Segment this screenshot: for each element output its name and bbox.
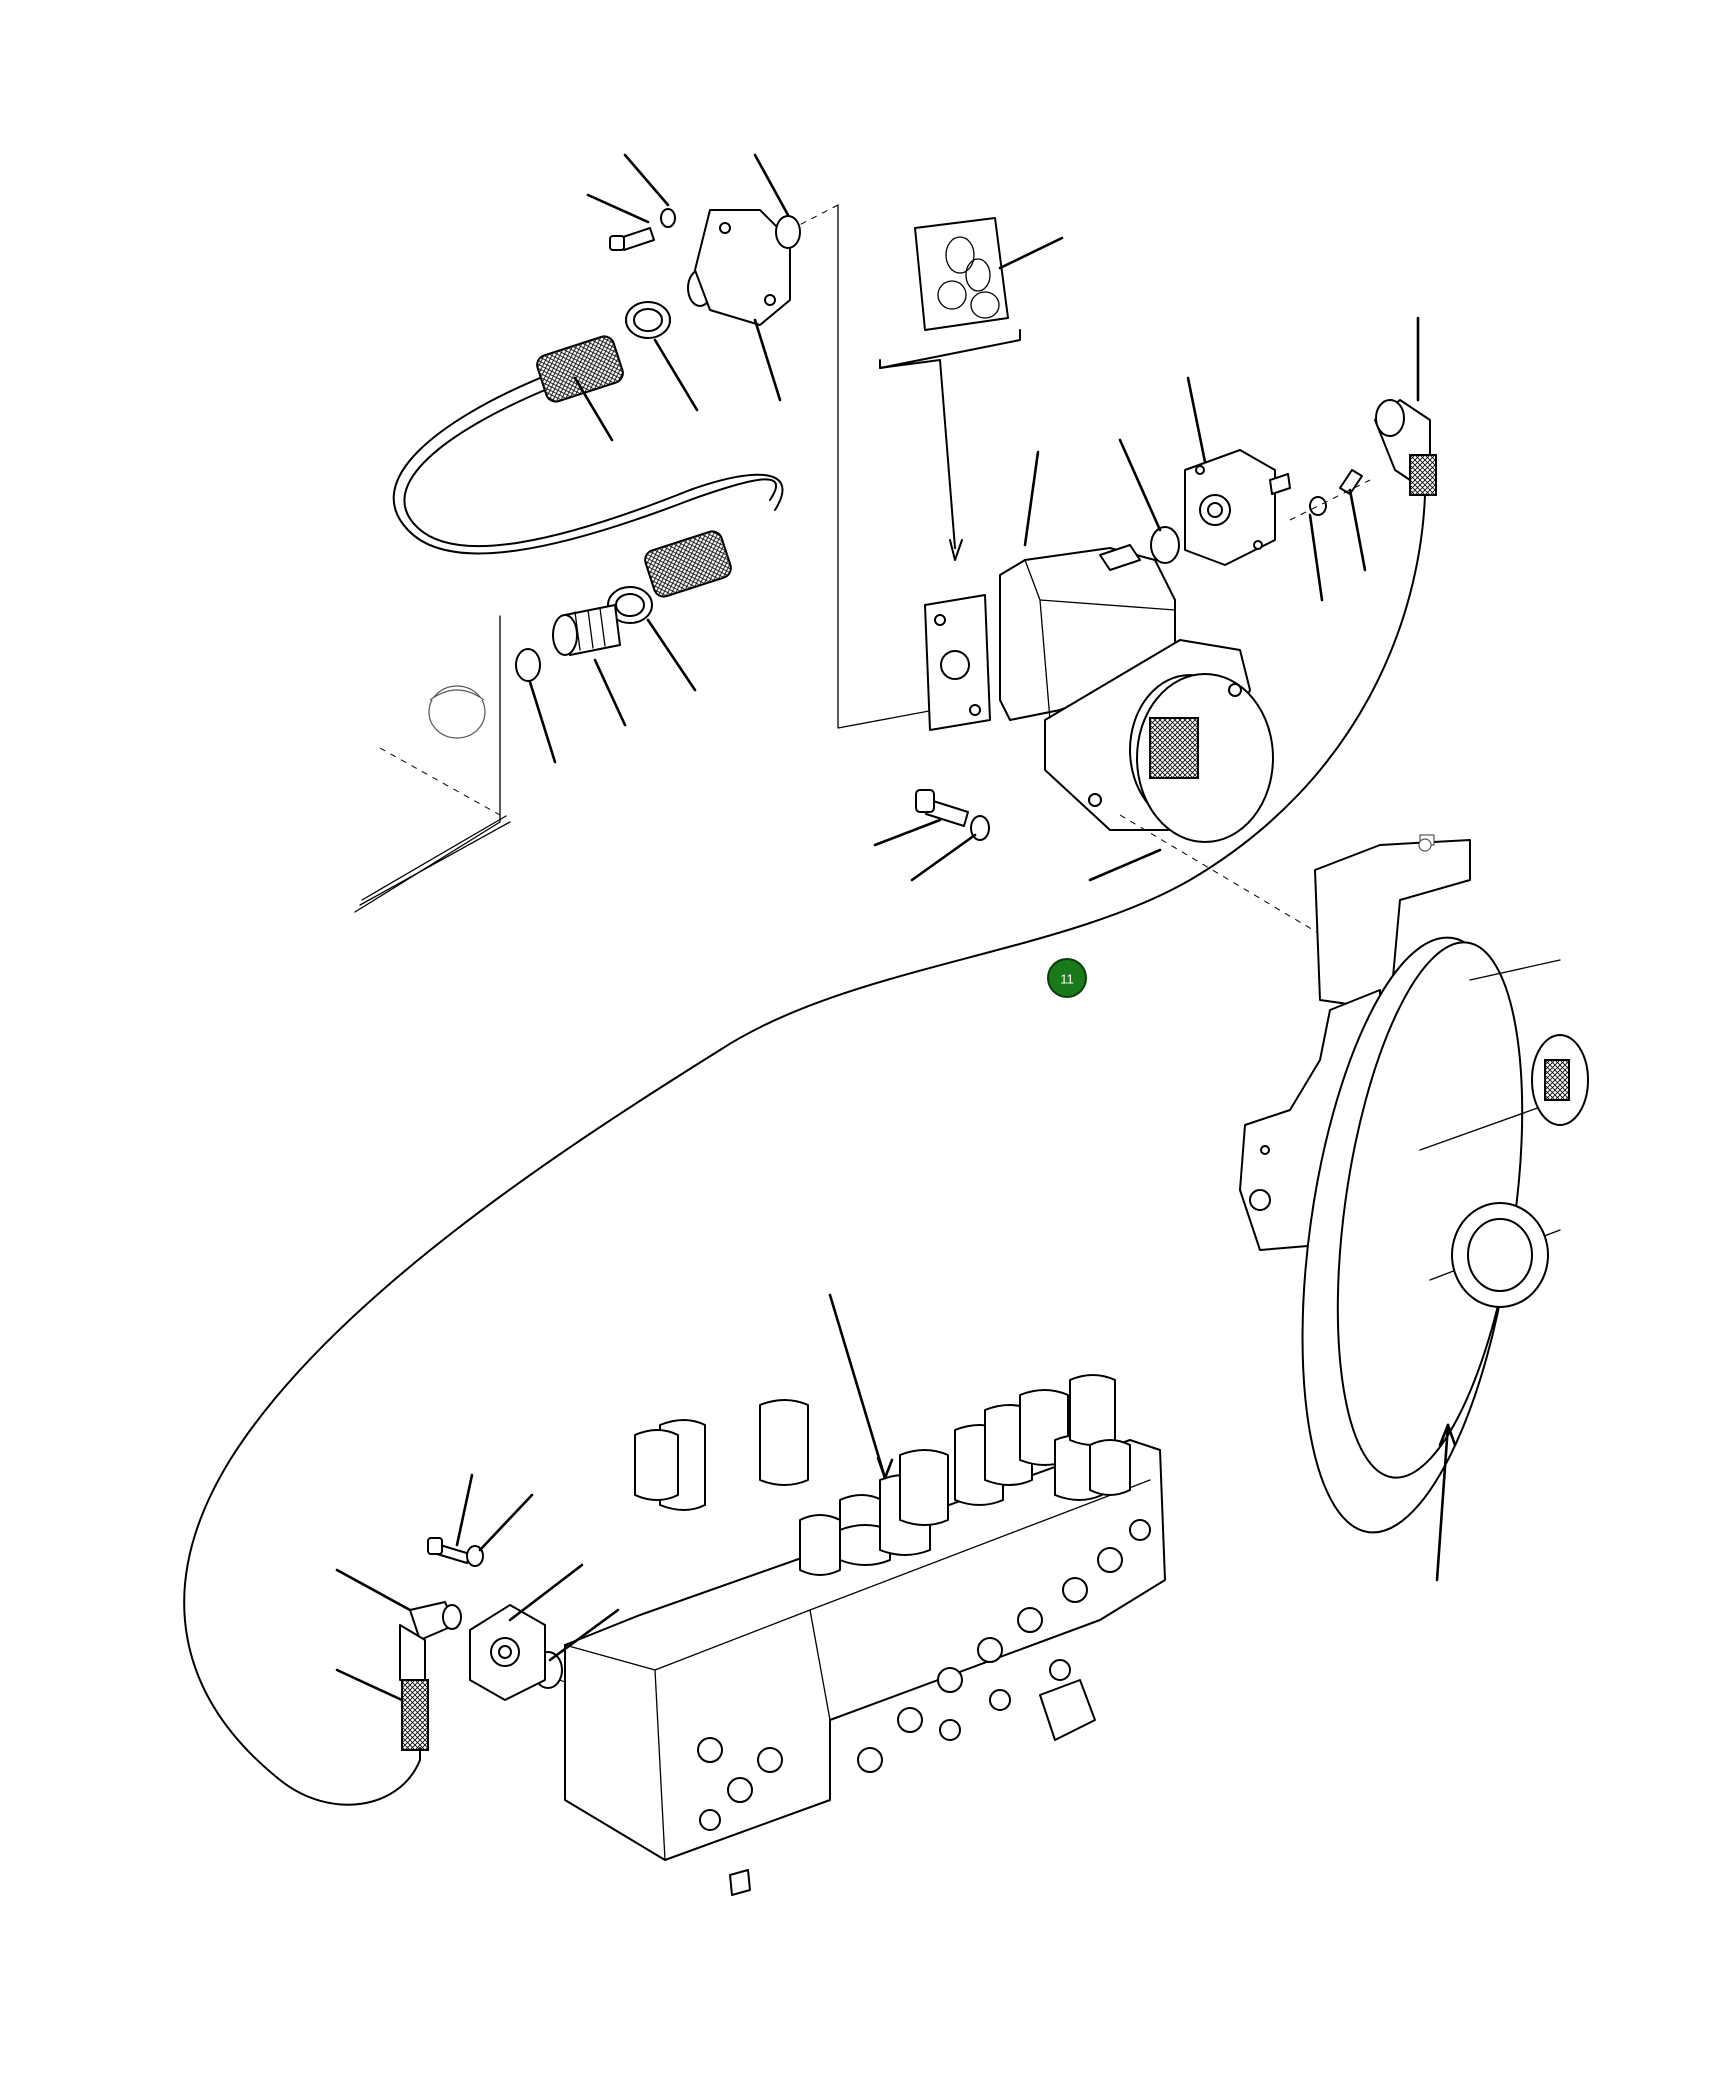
control-valve [564,1374,1166,1896]
pressure-flange [469,449,1291,1701]
hydraulic-tank [354,615,511,913]
alignment-line [1289,479,1371,521]
seal-kit [879,217,1021,561]
gear-pump [924,544,1274,843]
pressure-hose [183,494,1426,1806]
hose-clamp [607,301,671,624]
alignment-line [1119,814,1331,941]
callout-label: 11 [1060,972,1074,987]
engine-flywheel-housing [1239,834,1589,1534]
bolt-and-washer [427,208,1363,1567]
o-ring [515,215,1180,1689]
suction-fitting [552,209,791,656]
callout-badge[interactable]: 11 [1047,958,1087,998]
elbow-fitting [399,399,1437,1751]
leader-lines [335,153,1457,1702]
suction-hose [392,335,784,598]
